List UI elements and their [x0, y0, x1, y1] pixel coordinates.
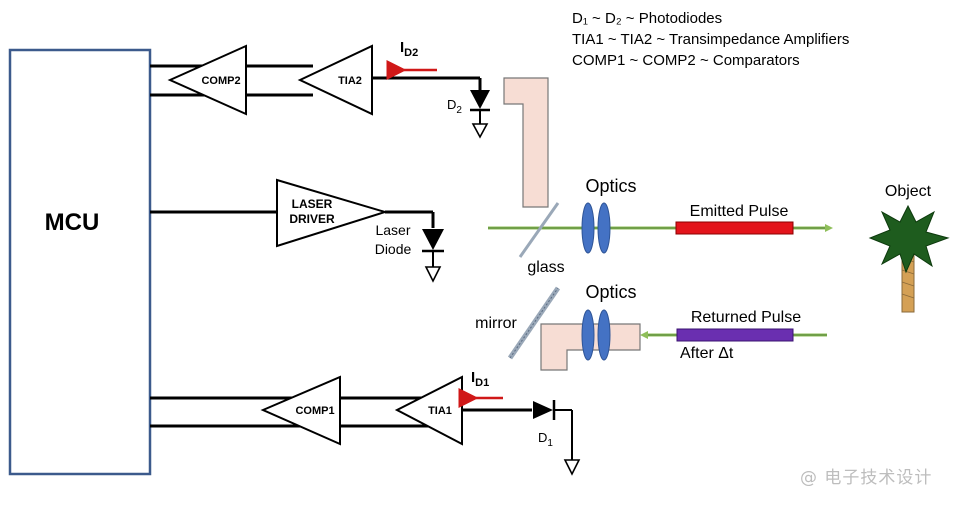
tia2-label: TIA2 — [338, 75, 362, 87]
object-tree: Object — [868, 183, 950, 313]
comp2-amplifier — [167, 44, 247, 116]
optical-path: glass Optics Emitted Pulse mirror Optics… — [475, 77, 833, 371]
photodiode-d1 — [533, 400, 581, 476]
lower-optics-label: Optics — [585, 282, 636, 302]
photodiode-d2 — [470, 90, 490, 139]
glass-plate — [518, 202, 560, 258]
tia1-label: TIA1 — [428, 405, 452, 417]
returned-pulse — [676, 328, 794, 342]
upper-optics-label: Optics — [585, 176, 636, 196]
laser-channel: LASER DRIVER Laser Diode — [150, 178, 444, 283]
legend-comparators: COMP1 ~ COMP2 ~ Comparators — [572, 52, 800, 69]
returned-pulse-label: Returned Pulse — [691, 309, 801, 326]
emitted-pulse-label: Emitted Pulse — [690, 203, 789, 220]
laser-driver-amplifier — [276, 178, 389, 248]
d2-label: D2 — [447, 97, 462, 116]
mcu-label: MCU — [45, 209, 100, 236]
comp1-label: COMP1 — [295, 405, 334, 417]
laser-driver-line1: LASER — [292, 197, 333, 211]
after-delta-label: After Δt — [680, 345, 734, 362]
object-label: Object — [885, 183, 932, 200]
lower-lens-2 — [597, 309, 611, 361]
upper-lens-1 — [581, 202, 595, 254]
legend-photodiodes: D₁ ~ D₂ ~ Photodiodes — [572, 10, 723, 27]
lower-lens-1 — [581, 309, 595, 361]
laser-diode — [422, 229, 444, 283]
glass-label: glass — [527, 259, 564, 276]
laser-diode-line1: Laser — [375, 222, 410, 238]
comp1-amplifier — [260, 375, 341, 446]
d1-label: D1 — [538, 430, 553, 449]
tree-crown — [868, 204, 950, 274]
tia2-amplifier — [297, 44, 373, 116]
tia1-amplifier — [394, 375, 463, 446]
top-channel: COMP2 TIA2 ID2 D2 — [150, 39, 490, 139]
mirror — [507, 286, 561, 360]
mcu-block: MCU — [8, 48, 152, 476]
upper-lens-2 — [597, 202, 611, 254]
laser-driver-line2: DRIVER — [289, 212, 335, 226]
laser-diode-line2: Diode — [375, 241, 412, 257]
mirror-label: mirror — [475, 315, 517, 332]
bottom-channel: COMP1 TIA1 ID1 D1 — [150, 369, 581, 476]
emitted-pulse — [675, 221, 794, 235]
current-id1-label: ID1 — [471, 369, 489, 389]
current-id2-label: ID2 — [400, 39, 418, 59]
upper-prism — [503, 77, 549, 208]
legend-tia: TIA1 ~ TIA2 ~ Transimpedance Amplifiers — [572, 31, 850, 48]
watermark: @ 电子技术设计 — [800, 468, 933, 488]
comp2-label: COMP2 — [201, 75, 240, 87]
